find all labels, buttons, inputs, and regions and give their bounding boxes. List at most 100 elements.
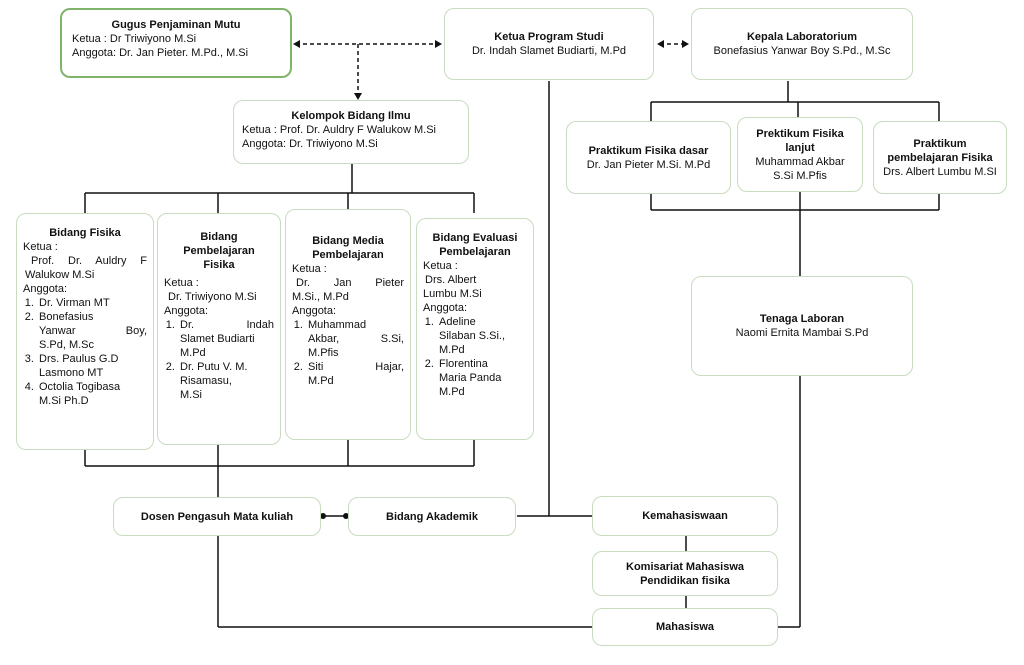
member-line: Dr. Virman MT	[39, 297, 110, 309]
member-line: Dr. Indah	[180, 319, 274, 331]
member-line: Muhammad	[308, 319, 367, 331]
member-line: Risamasu,	[180, 375, 232, 387]
anggota-label: Anggota:	[23, 283, 68, 295]
mahasiswa-title: Mahasiswa	[655, 621, 715, 633]
ketua-label: Ketua :	[292, 263, 327, 275]
kemahasiswaan-box: Kemahasiswaan	[592, 496, 778, 536]
ketua-label: Ketua :	[164, 277, 199, 289]
ketua-name-line: M.Si., M.Pd	[292, 291, 349, 303]
member-line: Slamet Budiarti	[180, 333, 255, 345]
praktikum-name: Dr. Jan Pieter M.Si. M.Pd	[586, 158, 711, 171]
member-line: Drs. Paulus G.D	[39, 353, 119, 365]
member-line: Siti Hajar,	[308, 361, 404, 373]
ketua-label: Ketua :	[423, 260, 458, 272]
akademik-title: Bidang Akademik	[386, 510, 478, 523]
ketua-name-line: Drs. Albert	[425, 274, 477, 286]
bidang-akademik-box: Bidang Akademik	[348, 497, 516, 536]
member-list: Muhammad Akbar, S.Si, M.Pfis Siti Hajar,…	[292, 318, 404, 388]
list-item: Drs. Paulus G.D Lasmono MT	[37, 352, 147, 380]
praktikum-title: Praktikum Fisika dasar	[588, 144, 709, 157]
kelompok-bidang-ilmu-box: Kelompok Bidang Ilmu Ketua : Prof. Dr. A…	[233, 100, 469, 164]
member-list: Adeline Silaban S.Si., M.Pd Florentina M…	[423, 315, 527, 399]
member-line: Akbar, S.Si,	[308, 333, 404, 345]
member-line: Maria Panda	[439, 372, 502, 384]
list-item: Dr. Putu V. M. Risamasu, M.Si	[178, 360, 274, 402]
list-item: Muhammad Akbar, S.Si, M.Pfis	[306, 318, 404, 360]
gugus-penjaminan-mutu-box: Gugus Penjaminan Mutu Ketua : Dr Triwiyo…	[60, 8, 292, 78]
dosen-title: Dosen Pengasuh Mata kuliah	[140, 510, 294, 523]
komisariat-title: Komisariat Mahasiswa Pendidikan fisika	[626, 560, 744, 587]
ketua-name-line: Prof. Dr. Auldry F	[31, 255, 147, 267]
list-item: Dr. Virman MT	[37, 296, 147, 310]
member-line: S.Pd, M.Sc	[39, 339, 95, 351]
ketua-program-studi-box: Ketua Program Studi Dr. Indah Slamet Bud…	[444, 8, 654, 80]
kalab-title: Kepala Laboratorium	[746, 31, 858, 43]
ketua-name-line: Walukow M.Si	[25, 269, 95, 281]
title-line: Fisika	[203, 259, 235, 271]
gugus-ketua: Ketua : Dr Triwiyono M.Si	[72, 33, 197, 45]
kaprodi-title: Ketua Program Studi	[494, 31, 604, 43]
bidang-media-pembelajaran-box: Bidang Media Pembelajaran Ketua : Dr. Ja…	[285, 209, 411, 440]
kepala-laboratorium-box: Kepala Laboratorium Bonefasius Yanwar Bo…	[691, 8, 913, 80]
title-line: Pembelajaran	[439, 246, 511, 258]
kemahasiswaan-title: Kemahasiswaan	[642, 510, 728, 522]
ketua-label: Ketua :	[23, 241, 58, 253]
mahasiswa-box: Mahasiswa	[592, 608, 778, 646]
praktikum-pembelajaran-fisika-box: Praktikum pembelajaran Fisika Drs. Alber…	[873, 121, 1007, 194]
kalab-name: Bonefasius Yanwar Boy S.Pd., M.Sc	[713, 45, 891, 57]
tenaga-name: Naomi Ernita Mambai S.Pd	[735, 327, 869, 339]
bidang-evaluasi-pembelajaran-box: Bidang Evaluasi Pembelajaran Ketua : Drs…	[416, 218, 534, 440]
list-item: Siti Hajar, M.Pd	[306, 360, 404, 388]
member-line: M.Si	[180, 389, 202, 401]
praktikum-title: Praktikum pembelajaran Fisika	[887, 137, 993, 164]
kbi-title: Kelompok Bidang Ilmu	[291, 110, 411, 122]
gugus-anggota: Anggota: Dr. Jan Pieter. M.Pd., M.Si	[72, 47, 249, 59]
anggota-label: Anggota:	[292, 305, 337, 317]
anggota-label: Anggota:	[164, 305, 209, 317]
tenaga-laboran-box: Tenaga Laboran Naomi Ernita Mambai S.Pd	[691, 276, 913, 376]
praktikum-name: Drs. Albert Lumbu M.SI	[883, 165, 997, 178]
member-line: M.Pd	[439, 344, 465, 356]
ketua-name-line: Dr. Jan Pieter	[296, 277, 404, 289]
member-line: M.Si Ph.D	[39, 395, 89, 407]
praktikum-name: Muhammad Akbar S.Si M.Pfis	[755, 155, 845, 182]
praktikum-title: Prektikum Fisika lanjut	[756, 127, 844, 154]
member-list: Dr. Indah Slamet Budiarti M.Pd Dr. Putu …	[164, 318, 274, 402]
list-item: Florentina Maria Panda M.Pd	[437, 357, 527, 399]
gugus-title: Gugus Penjaminan Mutu	[111, 19, 241, 31]
title-line: Bidang Media	[312, 235, 384, 247]
member-line: Octolia Togibasa	[39, 381, 121, 393]
title-line: Bidang Evaluasi	[432, 232, 518, 244]
bidang-pembelajaran-fisika-box: Bidang Pembelajaran Fisika Ketua : Dr. T…	[157, 213, 281, 445]
kaprodi-name: Dr. Indah Slamet Budiarti, M.Pd	[471, 45, 627, 57]
list-item: Adeline Silaban S.Si., M.Pd	[437, 315, 527, 357]
list-item: Octolia Togibasa M.Si Ph.D	[37, 380, 147, 408]
title-line: Pembelajaran	[312, 249, 384, 261]
anggota-label: Anggota:	[423, 302, 468, 314]
member-line: M.Pd	[180, 347, 206, 359]
member-line: M.Pd	[308, 375, 334, 387]
ketua-name: Dr. Triwiyono M.Si	[168, 291, 257, 303]
member-line: Adeline	[439, 316, 476, 328]
ketua-name-line: Lumbu M.Si	[423, 288, 482, 300]
title-line: Bidang	[200, 231, 238, 243]
list-item: Dr. Indah Slamet Budiarti M.Pd	[178, 318, 274, 360]
title-line: Pembelajaran	[183, 245, 255, 257]
member-line: Bonefasius	[39, 311, 94, 323]
bidang-fisika-box: Bidang Fisika Ketua : Prof. Dr. Auldry F…	[16, 213, 154, 450]
member-line: M.Pd	[439, 386, 465, 398]
dosen-pengasuh-box: Dosen Pengasuh Mata kuliah	[113, 497, 321, 536]
member-line: M.Pfis	[308, 347, 339, 359]
bidang-fisika-title: Bidang Fisika	[49, 227, 121, 239]
praktikum-fisika-lanjut-box: Prektikum Fisika lanjut Muhammad Akbar S…	[737, 117, 863, 192]
member-line: Yanwar Boy,	[39, 325, 147, 337]
list-item: Bonefasius Yanwar Boy, S.Pd, M.Sc	[37, 310, 147, 352]
member-line: Dr. Putu V. M.	[180, 361, 248, 373]
member-line: Silaban S.Si.,	[439, 330, 506, 342]
member-list: Dr. Virman MT Bonefasius Yanwar Boy, S.P…	[23, 296, 147, 408]
kbi-ketua: Ketua : Prof. Dr. Auldry F Walukow M.Si	[242, 124, 436, 136]
komisariat-box: Komisariat Mahasiswa Pendidikan fisika	[592, 551, 778, 596]
member-line: Lasmono MT	[39, 367, 104, 379]
tenaga-title: Tenaga Laboran	[759, 313, 845, 325]
